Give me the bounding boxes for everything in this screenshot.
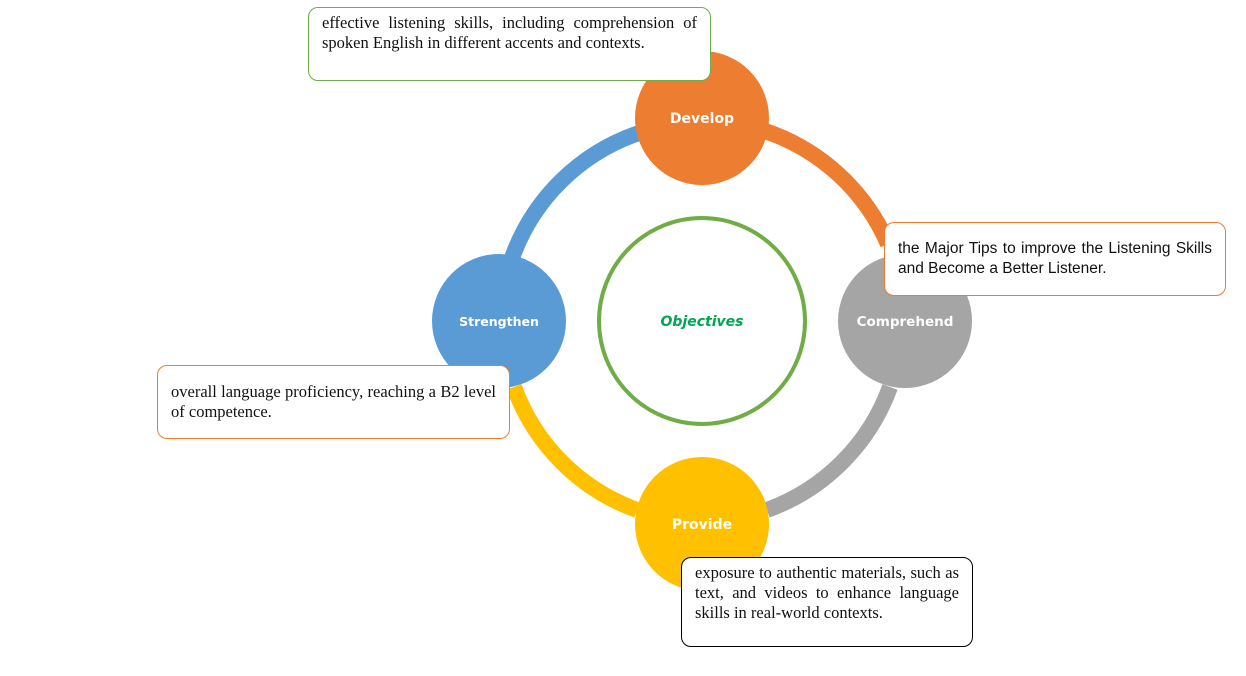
callout-comprehend-text: the Major Tips to improve the Listening … <box>898 240 1212 277</box>
node-develop: Develop <box>635 51 769 185</box>
develop-label: Develop <box>670 111 734 127</box>
develop-circle <box>635 51 769 185</box>
arc-comprehend-to-provide <box>764 384 898 518</box>
callout-comprehend: the Major Tips to improve the Listening … <box>884 222 1226 296</box>
arc-develop-to-comprehend <box>762 123 896 248</box>
callout-provide: exposure to authentic materials, such as… <box>681 557 973 647</box>
callout-strengthen-text: overall language proficiency, reaching a… <box>171 382 496 421</box>
provide-label: Provide <box>672 517 732 533</box>
objectives-label: Objectives <box>661 314 744 330</box>
node-strengthen: Strengthen <box>432 254 566 388</box>
callout-provide-text: exposure to authentic materials, such as… <box>695 563 959 622</box>
comprehend-label: Comprehend <box>857 314 954 330</box>
callout-develop-text: effective listening skills, including co… <box>322 13 697 52</box>
callout-strengthen: overall language proficiency, reaching a… <box>157 365 510 439</box>
arc-strengthen-to-develop <box>504 125 642 261</box>
strengthen-label: Strengthen <box>459 314 539 329</box>
strengthen-circle <box>432 254 566 388</box>
callout-develop: effective listening skills, including co… <box>308 7 711 81</box>
objectives-ring <box>597 216 807 426</box>
arc-provide-to-strengthen <box>506 384 640 518</box>
